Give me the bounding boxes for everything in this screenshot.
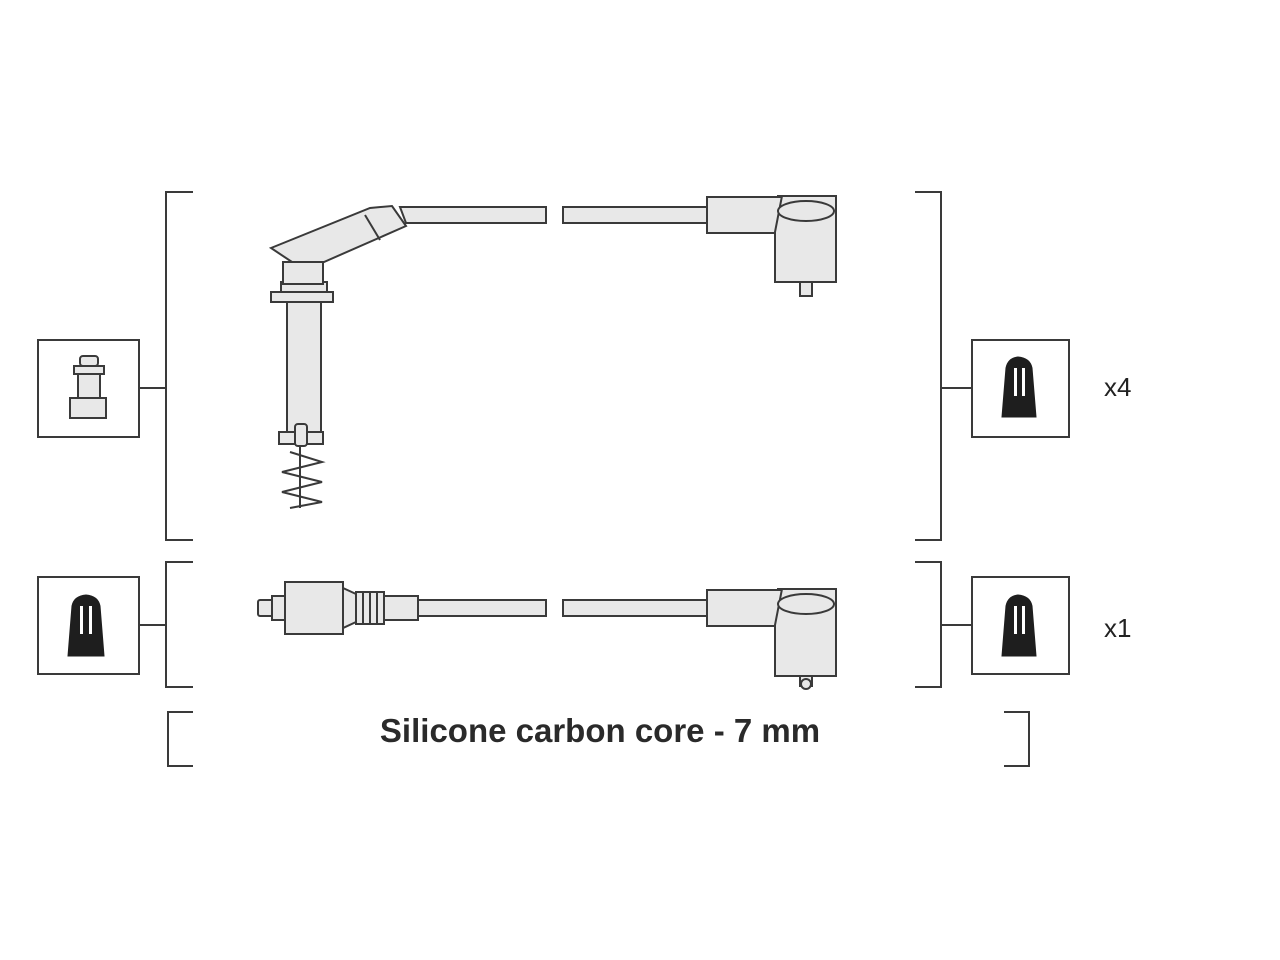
bottom-cable [257,581,837,690]
quantity-label-bottom: x1 [1104,613,1132,643]
cable-spec-caption: Silicone carbon core - 7 mm [379,712,821,749]
top-left-bracket [140,191,193,541]
caption-left-bracket [167,711,193,767]
plug-connector-icon [37,339,140,438]
bottom-right-bracket [915,561,972,688]
boot-cap-icon [971,339,1070,438]
quantity-label-top: x4 [1104,372,1132,402]
top-right-bracket [915,191,972,541]
boot-cap-icon [37,576,140,675]
boot-cap-icon [971,576,1070,675]
top-cable [268,195,837,509]
bottom-left-bracket [140,561,193,688]
caption-right-bracket [1004,711,1030,767]
